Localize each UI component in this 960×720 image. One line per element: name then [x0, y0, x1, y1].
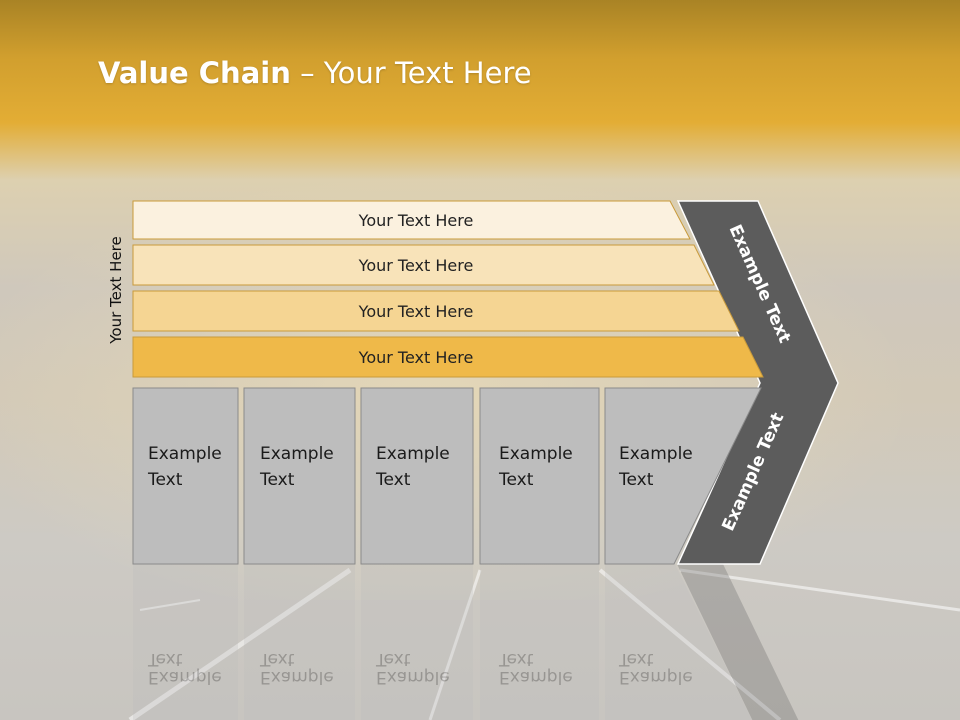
svg-text:Example: Example: [376, 667, 450, 687]
bar-1-label: Your Text Here: [358, 211, 474, 230]
svg-text:Text: Text: [498, 649, 534, 669]
svg-text:Text: Text: [618, 649, 654, 669]
bar-2: [132, 244, 715, 286]
svg-text:Text: Text: [375, 649, 411, 669]
box-4-line2: Text: [498, 470, 534, 490]
svg-text:Example: Example: [499, 667, 573, 687]
box-3-line1: Example: [376, 444, 450, 464]
reflection: Text Example Text Example Text Example T…: [133, 564, 799, 720]
bar-4: [132, 336, 764, 378]
title-bold: Value Chain: [98, 56, 291, 90]
bar-3: [132, 290, 740, 332]
box-2-line2: Text: [259, 470, 295, 490]
box-1-line1: Example: [148, 444, 222, 464]
bar-3-label: Your Text Here: [358, 302, 474, 321]
box-3-line2: Text: [375, 470, 411, 490]
svg-text:Text: Text: [147, 649, 183, 669]
box-5-line1: Example: [619, 444, 693, 464]
title-rest: – Your Text Here: [290, 56, 532, 90]
box-5-line2: Text: [618, 470, 654, 490]
bar-4-label: Your Text Here: [358, 348, 474, 367]
svg-text:Text: Text: [259, 649, 295, 669]
box-5: [604, 387, 762, 565]
box-2: [243, 387, 356, 565]
svg-text:Example: Example: [148, 667, 222, 687]
box-3: [360, 387, 474, 565]
bar-2-label: Your Text Here: [358, 256, 474, 275]
svg-text:Example: Example: [260, 667, 334, 687]
slide-title: Value Chain – Your Text Here: [98, 56, 532, 90]
svg-text:Example: Example: [619, 667, 693, 687]
box-1: [132, 387, 239, 565]
box-4-line1: Example: [499, 444, 573, 464]
box-1-line2: Text: [147, 470, 183, 490]
box-2-line1: Example: [260, 444, 334, 464]
chevron-arrow: [676, 200, 839, 565]
bar-1: [132, 200, 691, 240]
box-4: [479, 387, 600, 565]
